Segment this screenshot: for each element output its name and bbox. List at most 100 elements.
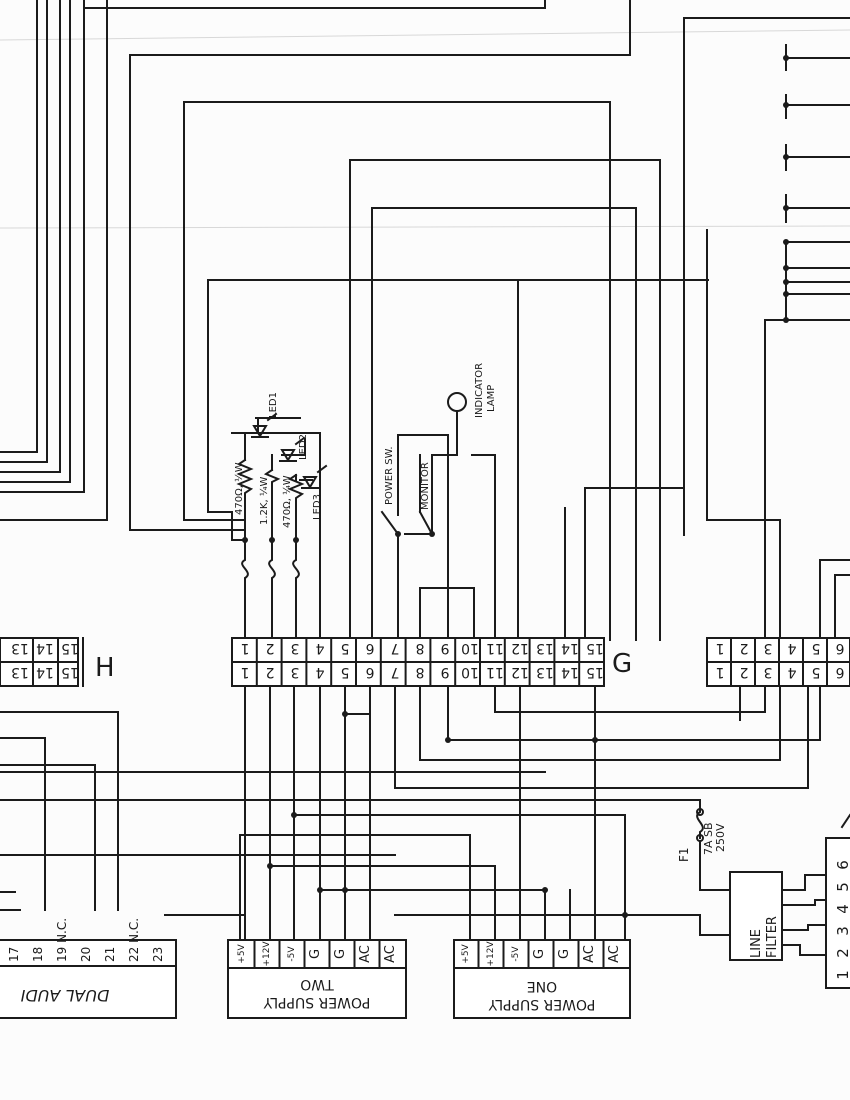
power-switch-label: POWER SW. bbox=[384, 446, 395, 505]
connector-g-pin-label: 4 bbox=[315, 640, 324, 656]
connector-g-pin-label: 11 bbox=[486, 640, 504, 656]
power-supply-pin-label: AC bbox=[358, 945, 373, 963]
fuse-ref-label: F1 bbox=[677, 847, 691, 862]
connector-g-pin-label: 11 bbox=[486, 664, 504, 680]
connector-g-pin-label: 15 bbox=[586, 640, 604, 656]
connector-h-pin-label: 15 bbox=[61, 640, 79, 656]
connector-g-pin-label: 10 bbox=[461, 640, 479, 656]
line-filter: LINE FILTER bbox=[624, 871, 831, 961]
dual-audio-pin-label: 17 bbox=[7, 947, 21, 962]
dual-audio-pin-label: 22 N.C. bbox=[127, 918, 141, 962]
connector-g-pin-label: 9 bbox=[441, 664, 450, 680]
power-supply-pin-label: AC bbox=[607, 945, 622, 963]
top-left-wire-bus bbox=[0, 0, 661, 641]
connector-right-pin-label: 5 bbox=[812, 664, 821, 680]
connector-g-pin-label: 2 bbox=[266, 664, 275, 680]
dual-audio-pin-label: 23 bbox=[151, 947, 165, 962]
connector-g-pin-label: 13 bbox=[536, 640, 554, 656]
power-supply-pin-label: AC bbox=[582, 945, 597, 963]
connector-g-pin-label: 7 bbox=[391, 664, 400, 680]
terminal-strip-pin-label: 5 bbox=[834, 882, 850, 892]
resistor-1-label: 470Ω, ¼W bbox=[233, 462, 245, 515]
fuse-f1: F1 7A SB 250V bbox=[677, 799, 731, 891]
power-supply-two-title: POWER SUPPLY bbox=[263, 994, 370, 1010]
power-supply-pin-label: +5V bbox=[461, 943, 471, 963]
power-supply-pin-label: G bbox=[557, 949, 572, 959]
led-3-label: LED3 bbox=[312, 494, 323, 520]
connector-h-pin-label: 13 bbox=[11, 664, 29, 680]
resistor-2-label: 1.2K, ¼W bbox=[258, 476, 270, 525]
connector-g-pin-label: 14 bbox=[561, 664, 579, 680]
power-supply-pin-label: AC bbox=[383, 945, 398, 963]
connector-right-pin-label: 1 bbox=[716, 640, 725, 656]
connector-h: 13 14 15 13 14 15 H bbox=[0, 637, 115, 687]
dual-audio-title: DUAL AUDI bbox=[20, 986, 109, 1005]
connector-g-pin-label: 5 bbox=[341, 664, 350, 680]
connector-h-pin-label: 14 bbox=[36, 640, 54, 656]
connector-g-pin-label: 13 bbox=[536, 664, 554, 680]
connector-g-pin-label: 9 bbox=[441, 640, 450, 656]
top-right-wire-bus bbox=[517, 17, 850, 641]
dual-audio-pin-label: 21 bbox=[103, 947, 117, 962]
power-supply-pin-label: +12V bbox=[262, 941, 272, 967]
power-supply-pin-label: G bbox=[308, 949, 323, 959]
connector-g-pin-label: 10 bbox=[461, 664, 479, 680]
power-supply-pin-label: G bbox=[532, 949, 547, 959]
connector-right-pin-label: 4 bbox=[787, 640, 796, 656]
power-supply-pin-label: G bbox=[333, 949, 348, 959]
connector-g-pin-label: 6 bbox=[365, 664, 374, 680]
junction-dots bbox=[783, 55, 789, 323]
connector-g-pin-label: 4 bbox=[315, 664, 324, 680]
lamp-label-2: LAMP bbox=[486, 385, 497, 412]
connector-h-pin-label: 13 bbox=[11, 640, 29, 656]
monitor-label: MONITOR bbox=[420, 462, 431, 510]
connector-right-pin-label: 3 bbox=[764, 664, 773, 680]
connector-g-pin-label: 15 bbox=[586, 664, 604, 680]
power-supply-pin-label: +12V bbox=[486, 941, 496, 967]
connector-h-pin-label: 14 bbox=[36, 664, 54, 680]
connector-g-pin-label: 2 bbox=[266, 640, 275, 656]
connector-h-pin-label: 15 bbox=[61, 664, 79, 680]
connector-g-pin-label: 5 bbox=[341, 640, 350, 656]
connector-h-label: H bbox=[95, 653, 115, 683]
power-supply-pin-label: -5V bbox=[287, 946, 297, 962]
power-supply-pin-label: +5V bbox=[237, 943, 247, 963]
indicator-lamp-icon bbox=[447, 392, 467, 412]
connector-g-pin-label: 1 bbox=[241, 640, 250, 656]
dual-audio-pin-label: 20 bbox=[79, 947, 93, 962]
line-filter-label-2: FILTER bbox=[765, 916, 780, 958]
connector-g-pin-label: 14 bbox=[561, 640, 579, 656]
connector-g-pin-label: 7 bbox=[391, 640, 400, 656]
lower-wire-bus bbox=[0, 685, 821, 941]
connector-right-pin-label: 1 bbox=[716, 664, 725, 680]
resistor-3-label: 470Ω, ¼W bbox=[281, 475, 293, 528]
connector-g-pin-label: 12 bbox=[511, 664, 529, 680]
terminal-strip-pin-label: 1 bbox=[834, 970, 850, 980]
connector-right-pin-label: 5 bbox=[812, 640, 821, 656]
connector-right-pin-label: 6 bbox=[835, 640, 844, 656]
power-supply-pin-label: -5V bbox=[511, 946, 521, 962]
fuse-rating-2: 250V bbox=[714, 823, 727, 852]
connector-g-pin-label: 12 bbox=[511, 640, 529, 656]
power-supply-two-subtitle: TWO bbox=[300, 976, 334, 992]
connector-g-pin-label: 6 bbox=[365, 640, 374, 656]
power-supply-one-title: POWER SUPPLY bbox=[488, 996, 595, 1012]
switch-lamp-network bbox=[380, 392, 496, 641]
power-supply-one-subtitle: ONE bbox=[527, 978, 557, 994]
dual-audio-pin-label: 18 bbox=[31, 947, 45, 962]
connector-h-pins: 13 14 15 13 14 15 bbox=[11, 637, 84, 687]
connector-right-pin-label: 3 bbox=[764, 640, 773, 656]
